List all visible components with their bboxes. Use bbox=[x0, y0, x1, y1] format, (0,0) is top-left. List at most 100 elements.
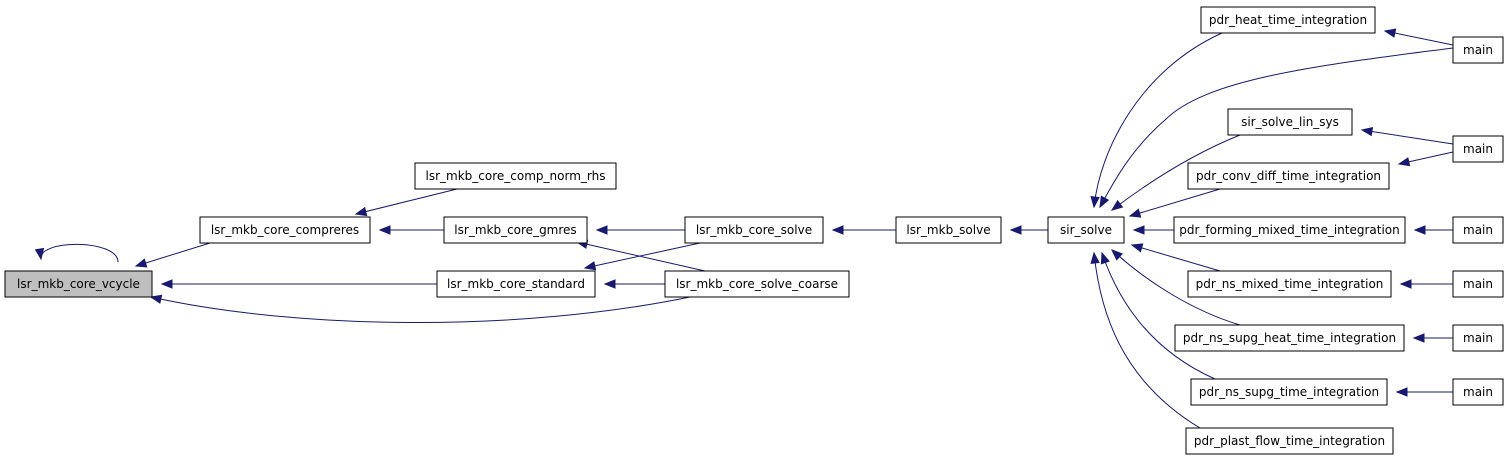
edge-line bbox=[150, 296, 691, 323]
arrowhead-icon bbox=[1399, 279, 1412, 289]
node-label: main bbox=[1463, 385, 1493, 399]
call-edge-main1-to-heat bbox=[1383, 28, 1454, 46]
node-label: lsr_mkb_core_vcycle bbox=[17, 277, 140, 291]
node-plast[interactable]: pdr_plast_flow_time_integration bbox=[1185, 427, 1394, 455]
node-box bbox=[1452, 270, 1504, 298]
node-box bbox=[1185, 427, 1394, 455]
node-main3[interactable]: main bbox=[1452, 216, 1504, 244]
call-edge-main5-to-ns_supg_heat bbox=[1412, 333, 1453, 343]
node-label: pdr_plast_flow_time_integration bbox=[1194, 434, 1385, 448]
call-edges bbox=[34, 28, 1454, 429]
arrowhead-icon bbox=[1099, 195, 1110, 209]
node-box bbox=[1187, 270, 1392, 298]
call-edge-ns_supg-to-sir_solve bbox=[1100, 251, 1216, 380]
node-label: pdr_heat_time_integration bbox=[1209, 13, 1367, 27]
call-edge-core_solve-to-gmres bbox=[595, 225, 685, 235]
node-main4[interactable]: main bbox=[1452, 270, 1504, 298]
node-label: pdr_conv_diff_time_integration bbox=[1196, 169, 1381, 183]
node-box bbox=[895, 216, 1002, 244]
node-heat[interactable]: pdr_heat_time_integration bbox=[1200, 6, 1376, 34]
arrowhead-icon bbox=[1132, 225, 1145, 235]
node-box bbox=[1047, 216, 1125, 244]
node-comp-norm-rhs[interactable]: lsr_mkb_core_comp_norm_rhs bbox=[414, 162, 617, 190]
arrowhead-icon bbox=[1383, 28, 1397, 38]
node-label: main bbox=[1463, 142, 1493, 156]
node-ns-supg-heat[interactable]: pdr_ns_supg_heat_time_integration bbox=[1174, 324, 1405, 352]
node-sir-solve[interactable]: sir_solve bbox=[1047, 216, 1125, 244]
node-box bbox=[436, 270, 596, 298]
node-box bbox=[4, 270, 153, 298]
node-vcycle[interactable]: lsr_mkb_core_vcycle bbox=[4, 270, 153, 298]
call-edge-compreres-to-vcycle bbox=[134, 242, 211, 268]
arrowhead-icon bbox=[1090, 251, 1100, 264]
arrowhead-icon bbox=[1397, 157, 1411, 167]
node-conv-diff[interactable]: pdr_conv_diff_time_integration bbox=[1187, 162, 1390, 190]
call-edge-plast-to-sir_solve bbox=[1090, 251, 1201, 429]
edge-line bbox=[1384, 30, 1454, 46]
call-edge-forming-to-sir_solve bbox=[1132, 225, 1174, 235]
edge-line bbox=[40, 243, 119, 263]
node-label: main bbox=[1463, 331, 1493, 345]
node-box bbox=[1190, 378, 1388, 406]
node-main1[interactable]: main bbox=[1452, 36, 1504, 64]
node-label: pdr_ns_supg_heat_time_integration bbox=[1183, 331, 1396, 345]
arrowhead-icon bbox=[1009, 225, 1022, 235]
node-core-solve[interactable]: lsr_mkb_core_solve bbox=[684, 216, 824, 244]
function-nodes: lsr_mkb_core_vcycle lsr_mkb_core_comprere… bbox=[4, 6, 1504, 455]
node-box bbox=[1227, 108, 1353, 136]
edge-line bbox=[1099, 47, 1454, 208]
node-forming[interactable]: pdr_forming_mixed_time_integration bbox=[1173, 216, 1406, 244]
call-edge-solve_coarse-to-vcycle bbox=[149, 294, 691, 323]
node-label: pdr_ns_supg_time_integration bbox=[1199, 385, 1379, 399]
edge-line bbox=[1361, 129, 1454, 145]
node-label: pdr_ns_mixed_time_integration bbox=[1196, 277, 1384, 291]
node-box bbox=[684, 216, 824, 244]
edge-line bbox=[1131, 244, 1221, 272]
arrowhead-icon bbox=[583, 261, 597, 271]
node-lin-sys[interactable]: sir_solve_lin_sys bbox=[1227, 108, 1353, 136]
node-gmres[interactable]: lsr_mkb_core_gmres bbox=[443, 216, 588, 244]
arrowhead-icon bbox=[1100, 251, 1110, 265]
node-label: pdr_forming_mixed_time_integration bbox=[1179, 223, 1400, 237]
node-main2[interactable]: main bbox=[1452, 135, 1504, 163]
edge-line bbox=[1129, 188, 1221, 217]
node-label: sir_solve bbox=[1060, 223, 1112, 237]
call-edge-main1-to-sir_solve bbox=[1099, 47, 1454, 209]
node-ns-mixed[interactable]: pdr_ns_mixed_time_integration bbox=[1187, 270, 1392, 298]
node-label: main bbox=[1463, 223, 1493, 237]
edge-line bbox=[1093, 252, 1201, 429]
edge-line bbox=[584, 242, 701, 269]
node-box bbox=[1452, 378, 1504, 406]
node-box bbox=[1173, 216, 1406, 244]
node-label: lsr_mkb_core_comp_norm_rhs bbox=[426, 169, 606, 183]
node-solve-coarse[interactable]: lsr_mkb_core_solve_coarse bbox=[664, 270, 850, 298]
arrowhead-icon bbox=[354, 206, 368, 217]
node-ns-supg[interactable]: pdr_ns_supg_time_integration bbox=[1190, 378, 1388, 406]
call-edge-main6-to-ns_supg bbox=[1395, 387, 1453, 397]
node-mkb-solve[interactable]: lsr_mkb_solve bbox=[895, 216, 1002, 244]
arrowhead-icon bbox=[34, 247, 45, 261]
node-standard[interactable]: lsr_mkb_core_standard bbox=[436, 270, 596, 298]
node-label: main bbox=[1463, 43, 1493, 57]
node-main5[interactable]: main bbox=[1452, 324, 1504, 352]
arrowhead-icon bbox=[1111, 249, 1123, 261]
node-compreres[interactable]: lsr_mkb_core_compreres bbox=[199, 216, 371, 244]
node-label: lsr_mkb_core_solve_coarse bbox=[676, 277, 838, 291]
call-edge-main3-to-forming bbox=[1413, 225, 1453, 235]
call-edge-ns_mixed-to-sir_solve bbox=[1130, 243, 1221, 272]
node-main6[interactable]: main bbox=[1452, 378, 1504, 406]
arrowhead-icon bbox=[1360, 126, 1374, 137]
edge-line bbox=[1111, 249, 1241, 326]
edge-line bbox=[135, 242, 211, 267]
arrowhead-icon bbox=[160, 279, 173, 289]
node-box bbox=[664, 270, 850, 298]
node-box bbox=[414, 162, 617, 190]
call-edge-gmres-to-compreres bbox=[378, 225, 444, 235]
call-edge-conv_diff-to-sir_solve bbox=[1128, 188, 1221, 218]
arrowhead-icon bbox=[603, 279, 616, 289]
node-box bbox=[1174, 324, 1405, 352]
node-box bbox=[1452, 135, 1504, 163]
node-box bbox=[199, 216, 371, 244]
node-box bbox=[1187, 162, 1390, 190]
call-edge-main2-to-lin_sys bbox=[1360, 126, 1454, 145]
